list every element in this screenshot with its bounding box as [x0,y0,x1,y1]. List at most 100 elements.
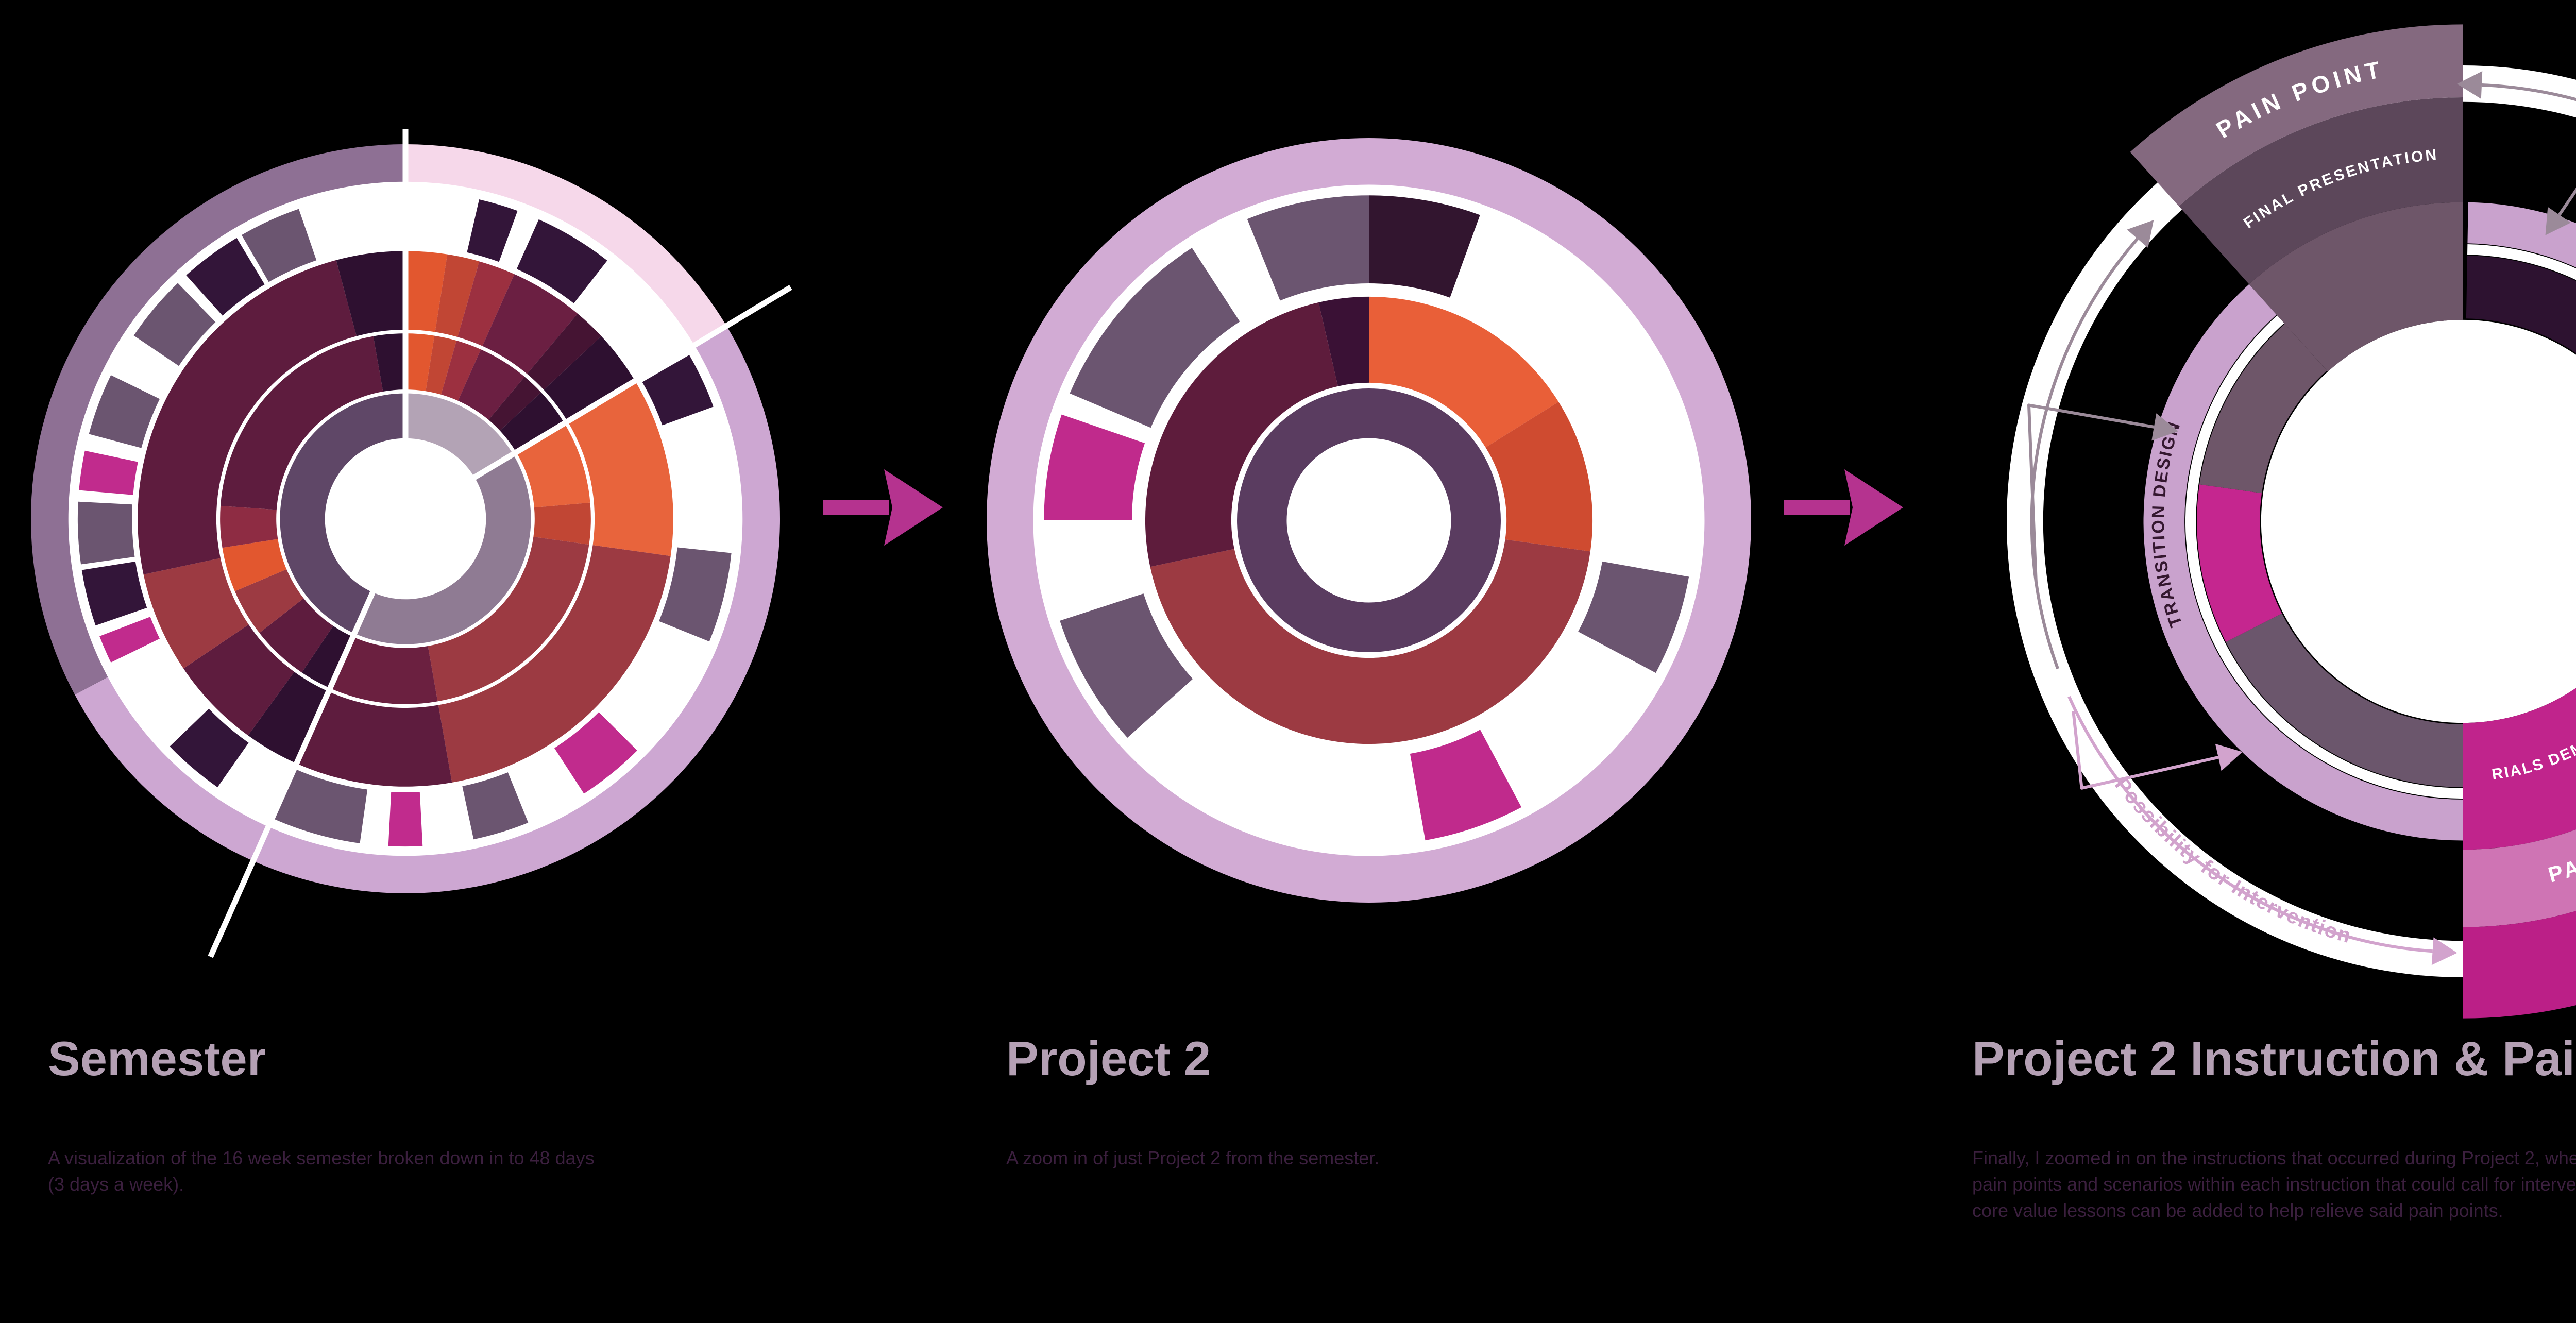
arc-segment [2197,484,2282,642]
intervention-arrow-left [2030,220,2154,670]
arc-segment [2143,284,2463,841]
page-title-project2-instruction: Project 2 Instruction & Pain Points [1972,1031,2576,1085]
arc-segment [462,772,529,840]
arc-segment [30,144,405,695]
arc-segment [426,335,457,395]
arc-segment [81,562,147,626]
arc-segment [89,375,160,448]
flow-arrow-right-icon-1 [1784,469,1903,546]
arrows [2027,71,2576,965]
arc-segment [186,238,265,316]
instruction-ring [2197,256,2576,787]
intervention-arrow-top-right [2457,71,2576,101]
arrow-line [2558,188,2576,216]
arc-segment [373,333,405,392]
wedge-band [2463,688,2576,850]
arc-segment [405,393,513,478]
phase-ring-inner [220,333,591,704]
arrowhead-icon [2151,413,2179,441]
arc-segment [467,199,518,262]
divider-line [208,586,378,958]
wedge-band [2249,202,2463,372]
arc-segment [1237,388,1369,652]
phase-ring [1145,296,1593,744]
arc-segment [296,691,452,787]
arrow-line [2027,403,2155,582]
arc-segment [1369,296,1559,448]
sector-divider-lines [208,129,792,958]
arc-segment [2466,256,2576,353]
arrowhead-icon [2431,937,2458,965]
arc-segment [388,791,423,847]
arc-segment [241,209,317,282]
section-description-semester: A visualization of the 16 week semester … [48,1147,595,1195]
arc-segment [301,625,353,688]
arc-segment [1145,302,1338,567]
arc-segment [544,336,635,421]
arc-segment [441,341,481,401]
arc-segment [248,672,329,764]
arc-segment [221,336,383,510]
arc-segment [2467,244,2576,280]
wedge-band [2179,97,2463,284]
section-project2-instruction: Project 2 Instruction & Pain Points Fina… [1972,1034,2576,1224]
center-hole [326,439,485,599]
chart-0 [30,129,792,958]
section-description-project2: A zoom in of just Project 2 from the sem… [1006,1147,1380,1168]
arc-segment [1369,138,1751,903]
wedge-band [2463,829,2576,927]
intervention-arrow-bottom-left-branch [2072,711,2243,790]
divider-line [468,284,792,483]
arc-segment [482,274,578,374]
arc-segment [1578,561,1689,673]
arrow-shaft [1784,500,1850,515]
arc-segment [405,333,435,392]
arc-segment [458,349,525,420]
arc-segment [1369,195,1480,298]
chart-1 [987,138,1751,903]
arc-segment [143,558,249,669]
intervention-arrow-bottom-left [2067,696,2458,965]
center-hole [1287,439,1450,602]
arc-segment [405,251,448,332]
arrow-line [2072,711,2219,790]
center-hole [2261,319,2576,723]
pain-point-wedge-top [2130,24,2463,372]
outer-ring [987,138,1751,903]
arc-segment [1044,414,1145,520]
arc-segment [1318,296,1369,386]
arrowhead-icon [2545,207,2571,235]
arc-segment [1070,248,1240,428]
arc-segment [438,545,671,783]
arc-segment [336,251,405,336]
arc-segment [488,377,541,431]
arc-segment [138,260,357,575]
arrowhead-icon [2127,220,2154,248]
arc-segment [1485,401,1593,552]
arc-segment [280,393,405,634]
arc-segment [133,283,216,366]
arrow-head [1844,469,1903,546]
arc-segment [516,219,607,303]
arc-segment [1150,539,1590,744]
arrow-line [2067,696,2433,953]
arc-segment [1060,593,1193,738]
page-title-project2: Project 2 [1006,1031,1211,1085]
section-semester: Semester A visualization of the 16 week … [48,1034,769,1197]
arc-segment [259,598,333,673]
arc-segment [405,144,727,346]
arc-segment [77,501,135,565]
arc-segment [642,354,714,426]
arrow-shaft [823,500,889,515]
arc-segment [1369,388,1501,652]
arrow-head [884,469,943,546]
pain-point-wedge-bottom [2463,688,2576,1019]
arrowhead-icon [2457,71,2483,99]
arc-segment [987,138,1369,903]
center-hole [326,439,485,599]
center-hole [1287,439,1450,602]
arc-segment [435,254,480,337]
phase-ring-outer [138,251,673,787]
arc-segment [272,768,368,843]
core-ring [1237,388,1501,652]
